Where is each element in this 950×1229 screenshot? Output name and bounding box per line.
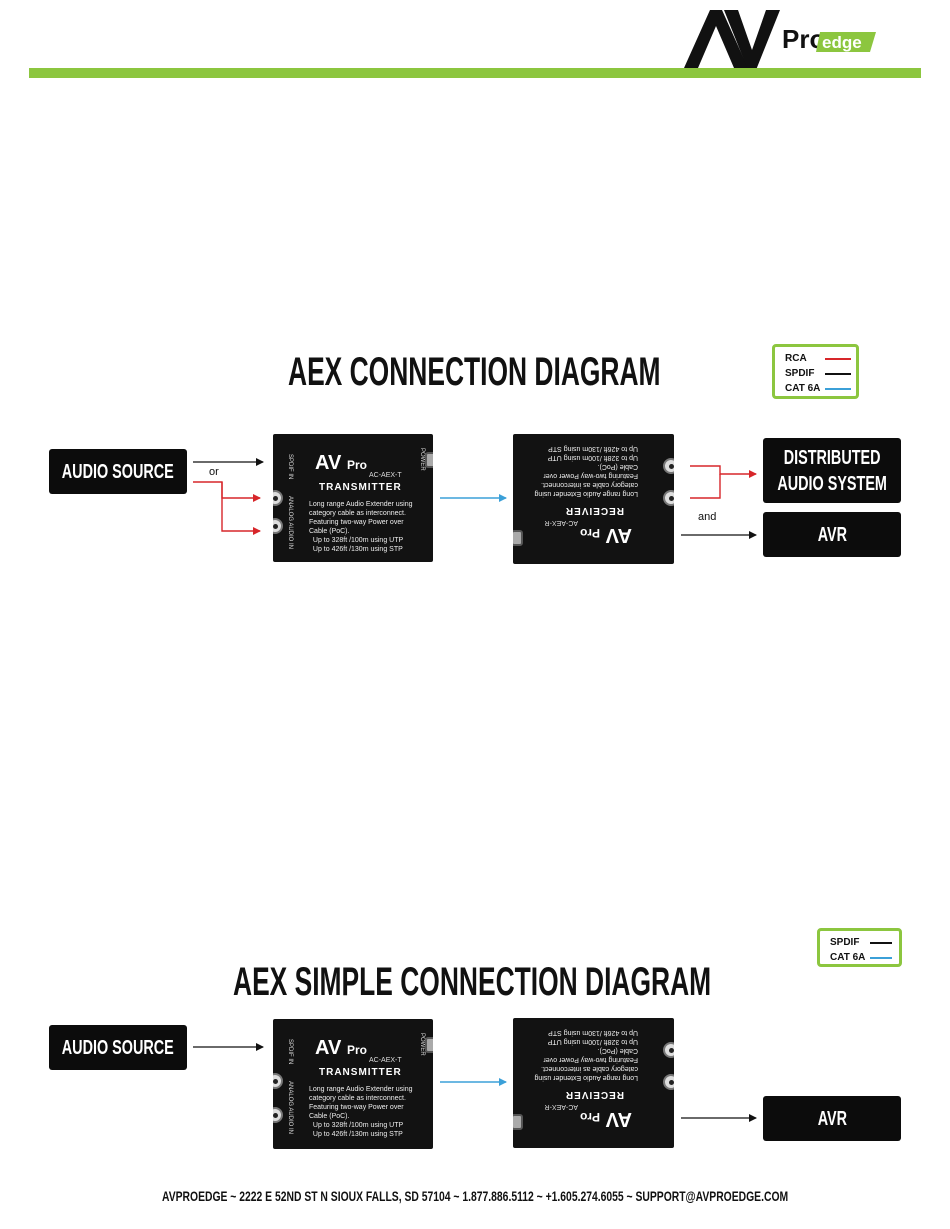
avproedge-logo: Pro edge <box>684 10 876 70</box>
tx2-jack-left <box>273 1073 283 1089</box>
rx2-brand-av: AV <box>605 1108 632 1130</box>
footer: AVPROEDGE ~ 2222 E 52ND ST N SIOUX FALLS… <box>0 1188 950 1206</box>
rca-wire-rx-right-to-das <box>690 465 757 478</box>
tx2-model: AC-AEX-T <box>369 1057 402 1064</box>
tx-brand-av: AV <box>315 452 342 474</box>
legend-label-rca: RCA <box>785 353 807 364</box>
audio-source-box-2: AUDIO SOURCE <box>49 1025 187 1070</box>
tx2-analog-in-label: ANALOG AUDIO IN <box>287 1081 293 1135</box>
or-annotation: or <box>209 466 219 478</box>
legend2-label-cat6a: CAT 6A <box>830 952 866 963</box>
avr-label: AVR <box>817 523 847 546</box>
tx-name: TRANSMITTER <box>319 482 402 493</box>
tx-power-jack <box>425 452 433 468</box>
rx-brand-pro: Pro <box>579 526 600 540</box>
header-divider <box>29 68 921 78</box>
avr-label-2: AVR <box>817 1107 847 1130</box>
rx-description: Long range Audio Extender using category… <box>534 445 638 497</box>
receiver-faceplate: AV Pro AC-AEX-R RECEIVER Long range Audi… <box>513 434 674 564</box>
legend2-line-cat6a <box>870 957 892 959</box>
rca-wire-rx-left-to-das <box>690 474 721 499</box>
avr-box-2: AVR <box>763 1096 901 1141</box>
rx2-brand-pro: Pro <box>579 1110 600 1124</box>
tx2-spdif-in-label: SPDIF IN <box>287 1039 293 1065</box>
rx-jack-right <box>663 458 674 474</box>
avr-box: AVR <box>763 512 901 557</box>
legend-line-cat6a <box>825 388 851 390</box>
tx-jack-right <box>273 518 283 534</box>
tx-analog-in-label: ANALOG AUDIO IN <box>287 496 293 550</box>
tx2-name: TRANSMITTER <box>319 1067 402 1078</box>
legend-label-cat6a: CAT 6A <box>785 383 821 394</box>
rx-model: AC-AEX-R <box>544 519 578 526</box>
tx2-description: Long range Audio Extender using category… <box>309 1086 413 1138</box>
receiver2-faceplate: AV Pro AC-AEX-R RECEIVER Long range Audi… <box>513 1018 674 1148</box>
diagram2-legend: SPDIF CAT 6A <box>817 928 902 967</box>
audio-source-label-2: AUDIO SOURCE <box>61 1036 175 1059</box>
logo-edge-text: edge <box>822 33 862 52</box>
distributed-audio-system-box: DISTRIBUTED AUDIO SYSTEM <box>763 438 901 503</box>
tx2-brand-pro: Pro <box>347 1043 368 1057</box>
rx-name: RECEIVER <box>564 505 624 516</box>
rx2-model: AC-AEX-R <box>544 1103 578 1110</box>
rx2-jack-right <box>663 1042 674 1058</box>
audio-source-box: AUDIO SOURCE <box>49 449 187 494</box>
diagram2-title: AEX SIMPLE CONNECTION DIAGRAM <box>233 960 712 1004</box>
tx2-brand-av: AV <box>315 1037 342 1059</box>
tx-model: AC-AEX-T <box>369 472 402 479</box>
rx-jack-left <box>663 490 674 506</box>
audio-source-label: AUDIO SOURCE <box>61 460 175 483</box>
rx2-description: Long range Audio Extender using category… <box>534 1029 638 1081</box>
rx2-power-jack <box>513 1114 523 1130</box>
and-annotation: and <box>698 511 717 523</box>
transmitter-device-2: SPDIF IN ANALOG AUDIO IN POWER AV Pro AC… <box>273 1019 433 1149</box>
rca-wire-source-to-tx-right <box>221 482 261 535</box>
transmitter-device: SPDIF IN ANALOG AUDIO IN POWER AV Pro AC… <box>273 434 433 562</box>
legend2-line-spdif <box>870 942 892 944</box>
tx2-jack-right <box>273 1107 283 1123</box>
footer-contact: AVPROEDGE ~ 2222 E 52ND ST N SIOUX FALLS… <box>161 1188 789 1204</box>
diagram1-title: AEX CONNECTION DIAGRAM <box>288 350 661 394</box>
legend-label-spdif: SPDIF <box>785 368 815 379</box>
rx-brand-av: AV <box>605 524 632 546</box>
receiver-device: AV Pro AC-AEX-R RECEIVER Long range Audi… <box>513 434 674 564</box>
tx-spdif-in-label: SPDIF IN <box>287 454 293 480</box>
tx-description: Long range Audio Extender using category… <box>309 501 413 553</box>
rx2-jack-left <box>663 1074 674 1090</box>
tx-jack-left <box>273 490 283 506</box>
legend-line-rca <box>825 358 851 360</box>
receiver-device-2: AV Pro AC-AEX-R RECEIVER Long range Audi… <box>513 1018 674 1148</box>
diagram1-legend: RCA SPDIF CAT 6A <box>772 344 859 399</box>
rx2-name: RECEIVER <box>564 1089 624 1100</box>
tx-brand-pro: Pro <box>347 458 368 472</box>
legend-line-spdif <box>825 373 851 375</box>
distributed-label-line1: DISTRIBUTED <box>783 446 881 469</box>
rca-wire-source-to-tx-left <box>193 481 261 502</box>
legend2-label-spdif: SPDIF <box>830 937 860 948</box>
rx-power-jack <box>513 530 523 546</box>
tx2-power-jack <box>425 1037 433 1053</box>
distributed-label-line2: AUDIO SYSTEM <box>777 472 887 495</box>
